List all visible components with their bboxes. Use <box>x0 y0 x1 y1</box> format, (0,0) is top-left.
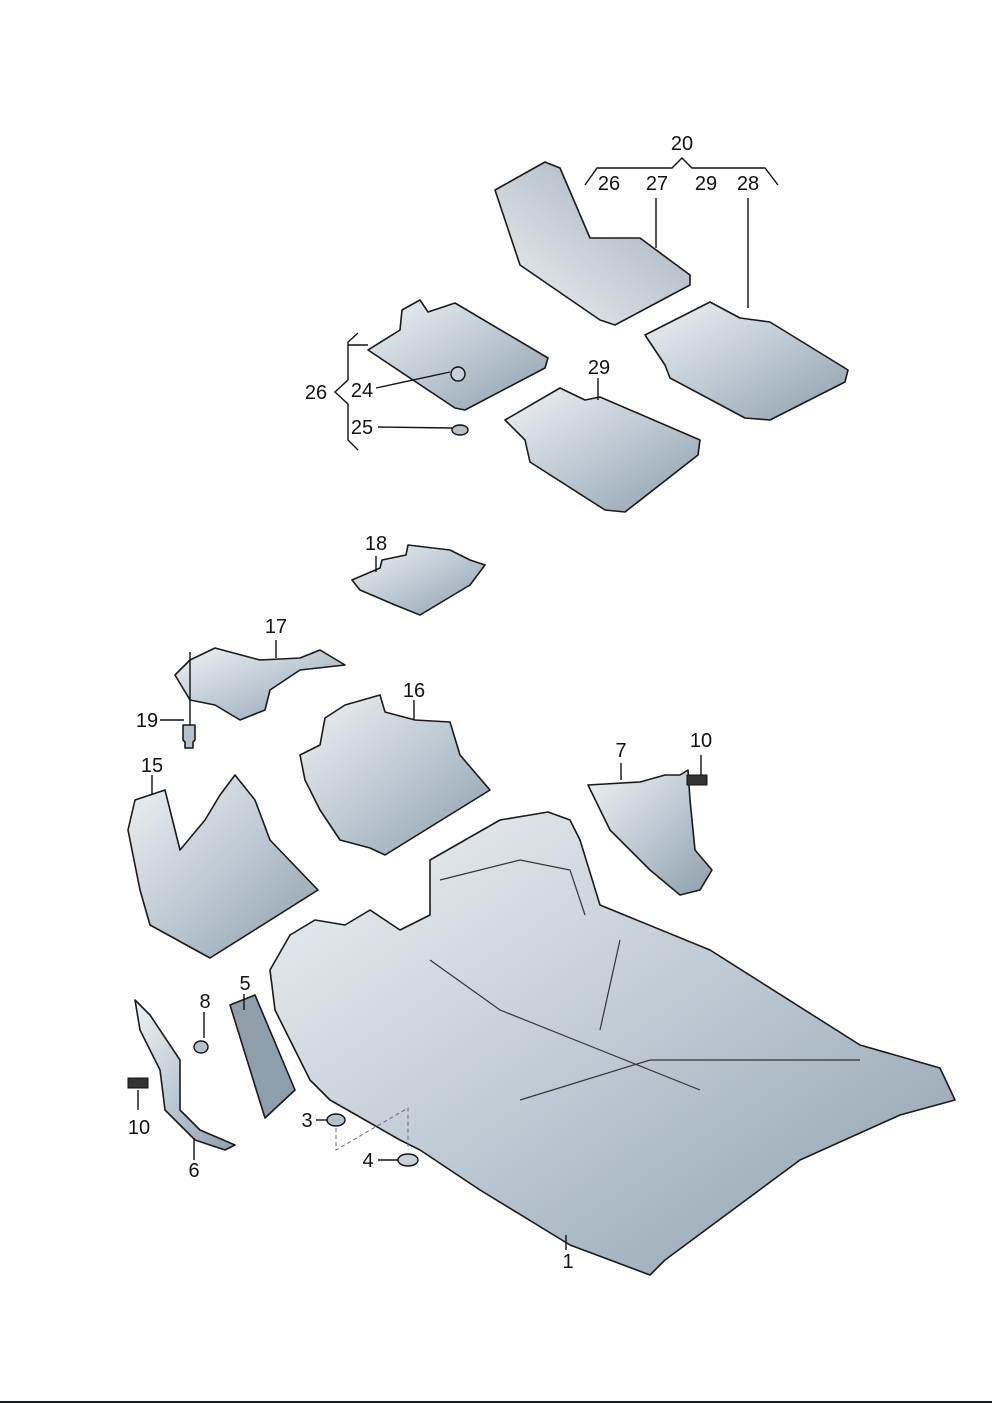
trim-panel-7 <box>587 769 713 896</box>
label-3: 3 <box>301 1110 312 1132</box>
label-26: 26 <box>305 382 327 404</box>
label-26-top: 26 <box>598 173 620 195</box>
floor-mat-rear-right <box>644 301 849 421</box>
label-5: 5 <box>239 973 250 995</box>
label-10-top: 10 <box>690 730 712 752</box>
floor-carpet-1 <box>269 811 956 1276</box>
mat-clip-25 <box>451 424 469 436</box>
label-27: 27 <box>646 173 668 195</box>
clip-4 <box>397 1153 419 1167</box>
label-1: 1 <box>562 1251 573 1273</box>
bottom-rule <box>0 1401 992 1403</box>
nut-3 <box>326 1113 346 1127</box>
label-19: 19 <box>136 710 158 732</box>
label-16: 16 <box>403 680 425 702</box>
label-20: 20 <box>671 133 693 155</box>
insulation-18 <box>351 544 486 616</box>
insulation-17 <box>174 647 346 721</box>
label-6: 6 <box>188 1160 199 1182</box>
label-4: 4 <box>362 1150 373 1172</box>
label-28: 28 <box>737 173 759 195</box>
trim-strip-6 <box>134 999 236 1151</box>
label-18: 18 <box>365 533 387 555</box>
label-8: 8 <box>199 991 210 1013</box>
insulation-pad-5 <box>229 994 296 1119</box>
mat-fastener-24 <box>450 366 466 382</box>
label-10-bottom: 10 <box>128 1117 150 1139</box>
label-25: 25 <box>351 417 373 439</box>
carpet-tunnel <box>429 859 860 1101</box>
label-24: 24 <box>351 380 373 402</box>
floor-mat-front-left <box>494 161 691 326</box>
label-15: 15 <box>141 755 163 777</box>
insulation-15 <box>127 774 319 959</box>
bracket-20 <box>584 157 779 186</box>
label-29: 29 <box>588 357 610 379</box>
dashed-guide <box>335 1107 409 1151</box>
label-7: 7 <box>615 740 626 762</box>
floor-mat-front-right <box>367 299 549 411</box>
clip-10-lower <box>127 1077 149 1089</box>
label-17: 17 <box>265 616 287 638</box>
insulation-16 <box>299 694 491 856</box>
clip-8 <box>193 1040 209 1054</box>
screw-19 <box>182 724 196 749</box>
bracket-26 <box>333 332 359 451</box>
clip-10-upper <box>686 774 708 786</box>
label-29-top: 29 <box>695 173 717 195</box>
floor-mat-rear-left <box>504 387 701 513</box>
